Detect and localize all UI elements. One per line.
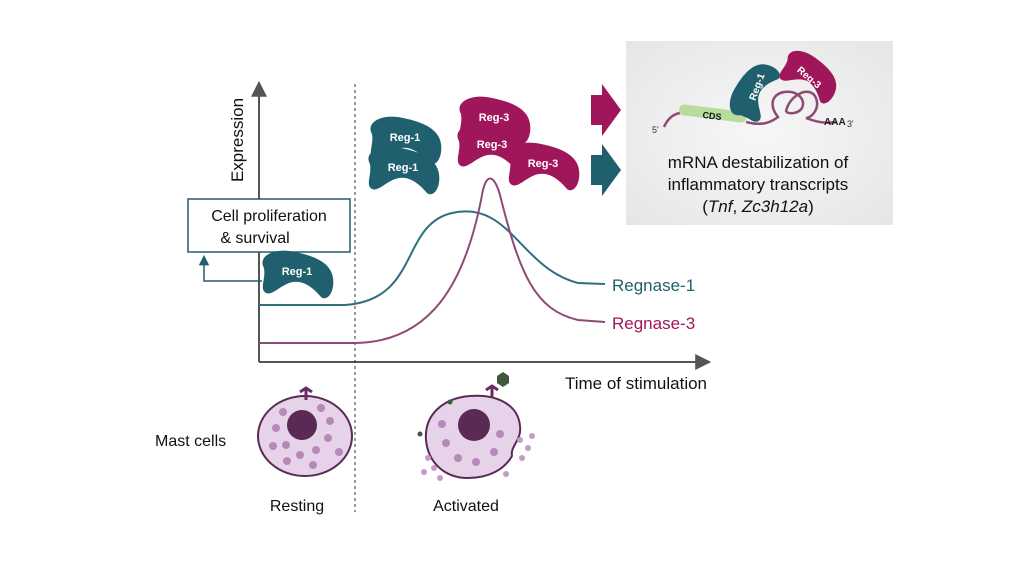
reg-3-top-label: Reg-3 <box>479 112 510 124</box>
mrna-text-line2: inflammatory transcripts <box>668 175 848 194</box>
resting-granules <box>269 404 343 469</box>
activated-receptor <box>485 384 499 398</box>
polya-label: AAA <box>824 117 846 128</box>
gene-tnf: Tnf <box>708 197 735 216</box>
reg-3-block-arrow <box>591 84 621 136</box>
reg-3-protein-right: Reg-3 <box>508 142 580 191</box>
gene-zc3h12a: Zc3h12a <box>741 197 808 216</box>
activated-label: Activated <box>433 498 499 515</box>
regnase-3-label: Regnase-3 <box>612 314 695 333</box>
reg-3-protein-top: Reg-3 <box>459 96 531 145</box>
mrna-strand-3prime <box>745 90 837 126</box>
mrna-text-line1: mRNA destabilization of <box>668 153 849 172</box>
reg-1-protein-resting: Reg-1 <box>262 250 334 299</box>
reg-3-protein-middle: Reg-3 <box>457 123 529 172</box>
paren-close: ) <box>808 197 814 216</box>
mrna-text-line3: (Tnf, Zc3h12a) <box>702 197 814 216</box>
resting-mast-cell <box>257 386 353 477</box>
reg-3-right-label: Reg-3 <box>528 158 559 170</box>
five-prime-label: 5' <box>652 125 659 135</box>
cds-segment <box>679 104 747 123</box>
regnase-1-label: Regnase-1 <box>612 276 695 295</box>
three-prime-label: 3' <box>847 119 854 129</box>
cell-proliferation-line2: & survival <box>220 230 289 247</box>
mast-cells-label: Mast cells <box>155 433 226 450</box>
antigen-icon <box>497 372 509 387</box>
reg-1-protein-bottom: Reg-1 <box>368 146 440 195</box>
activation-markers <box>417 399 453 437</box>
gene-separator: , <box>732 197 741 216</box>
activated-nucleus <box>458 409 490 441</box>
cell-proliferation-line1: Cell proliferation <box>211 208 327 225</box>
x-axis-label: Time of stimulation <box>565 374 707 393</box>
box-feedback-arrow <box>198 254 262 282</box>
y-axis-label: Expression <box>228 98 247 182</box>
resting-label: Resting <box>270 498 324 515</box>
cell-proliferation-box <box>187 198 351 253</box>
regnase-3-curve <box>259 177 606 344</box>
released-granules <box>421 433 535 481</box>
resting-receptor <box>299 386 313 400</box>
reg-1-protein-top: Reg-1 <box>370 116 442 165</box>
activated-granules <box>438 420 504 466</box>
reg-3-middle-label: Reg-3 <box>477 139 508 151</box>
reg-1-resting-label: Reg-1 <box>282 266 313 278</box>
activated-mast-cell <box>417 372 535 481</box>
cds-label: CDS <box>702 110 722 122</box>
reg-1-block-arrow <box>591 144 621 196</box>
resting-nucleus <box>287 410 317 440</box>
regnase-1-curve <box>259 210 606 306</box>
reg-1-top-label: Reg-1 <box>390 132 421 144</box>
mrna-strand-5prime <box>662 111 681 128</box>
paren-open: ( <box>702 197 708 216</box>
reg-1-bottom-label: Reg-1 <box>388 162 419 174</box>
